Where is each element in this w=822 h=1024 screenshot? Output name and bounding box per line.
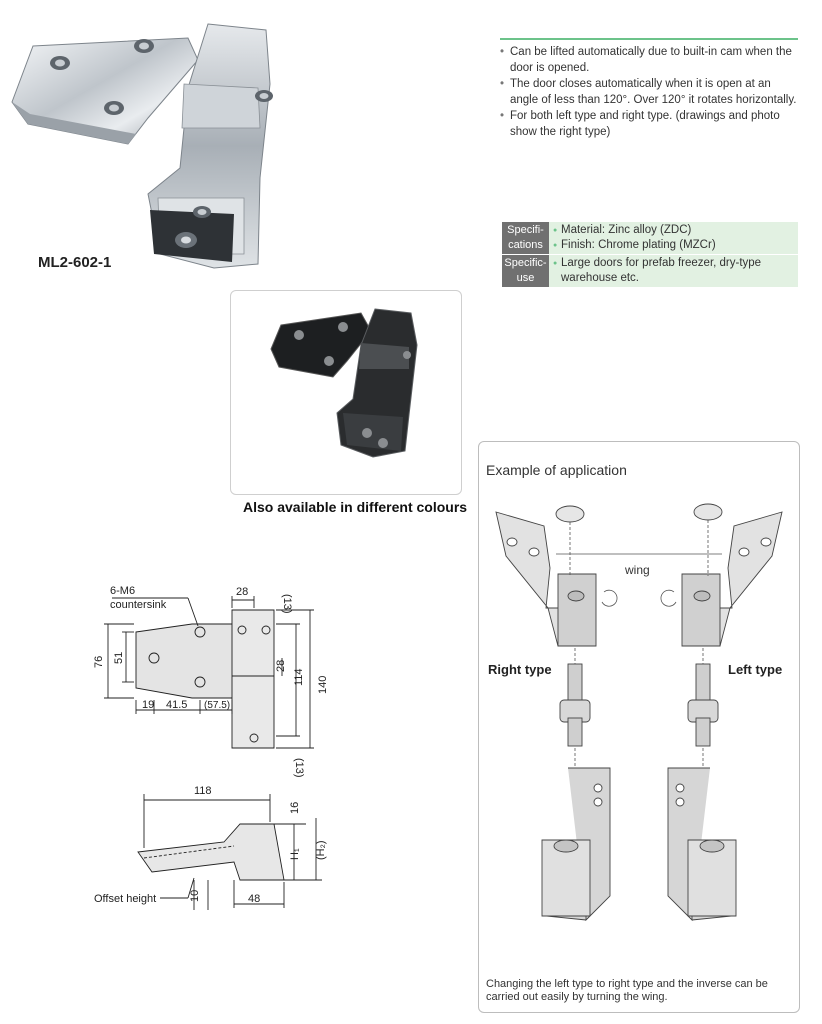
colour-variant-box bbox=[230, 290, 462, 495]
feature-item: For both left type and right type. (draw… bbox=[500, 108, 800, 140]
spec-row: Specifi- cations Material: Zinc alloy (Z… bbox=[502, 222, 798, 255]
spec-heading-line: Specifi- bbox=[507, 224, 544, 236]
application-title: Example of application bbox=[486, 462, 627, 478]
right-type-label: Right type bbox=[488, 662, 552, 677]
dim-label: Offset height bbox=[94, 893, 156, 905]
product-photo-chrome bbox=[11, 23, 273, 269]
dim-label: 6-M6 bbox=[110, 585, 135, 597]
dim-label: 76 bbox=[93, 656, 105, 668]
spec-heading-line: Specific- bbox=[504, 257, 547, 269]
dim-label: 19 bbox=[142, 699, 154, 711]
dim-label: 48 bbox=[248, 893, 260, 905]
left-type-label: Left type bbox=[728, 662, 783, 677]
dim-label: 28 bbox=[236, 586, 248, 598]
dim-label: (13) bbox=[293, 758, 305, 778]
spec-values: Material: Zinc alloy (ZDC) Finish: Chrom… bbox=[549, 222, 798, 255]
spec-value: Large doors for prefab freezer, dry-type… bbox=[553, 256, 798, 286]
spec-value: Material: Zinc alloy (ZDC) bbox=[553, 223, 798, 238]
spec-heading: Specifi- cations bbox=[502, 222, 549, 255]
feature-item: The door closes automatically when it is… bbox=[500, 76, 800, 108]
dim-label: (H₂) bbox=[315, 840, 327, 860]
application-illustration: wing bbox=[495, 503, 783, 922]
product-photo-black bbox=[270, 308, 418, 458]
dim-label: 10 bbox=[189, 890, 201, 902]
dim-label: (13) bbox=[281, 594, 293, 614]
dim-label: H₁ bbox=[289, 848, 301, 860]
dim-label: 41.5 bbox=[166, 699, 187, 711]
spec-heading: Specific- use bbox=[502, 255, 549, 288]
spec-row: Specific- use Large doors for prefab fre… bbox=[502, 255, 798, 288]
dim-label: (57.5) bbox=[204, 700, 230, 711]
spec-value: Finish: Chrome plating (MZCr) bbox=[553, 238, 798, 253]
dim-label: 28 bbox=[275, 660, 287, 672]
dim-label: 16 bbox=[289, 802, 301, 814]
feature-item: Can be lifted automatically due to built… bbox=[500, 44, 800, 76]
dim-label: 51 bbox=[113, 652, 125, 664]
spec-heading-line: cations bbox=[508, 239, 543, 251]
dim-label: 140 bbox=[317, 676, 329, 694]
dim-label: 118 bbox=[194, 785, 212, 797]
colour-caption: Also available in different colours bbox=[243, 499, 468, 515]
spec-table: Specifi- cations Material: Zinc alloy (Z… bbox=[502, 222, 798, 288]
spec-values: Large doors for prefab freezer, dry-type… bbox=[549, 255, 798, 288]
feature-list: Can be lifted automatically due to built… bbox=[500, 44, 800, 140]
model-number: ML2-602-1 bbox=[38, 254, 112, 271]
application-note: Changing the left type to right type and… bbox=[486, 978, 768, 1003]
dim-label: 114 bbox=[293, 668, 305, 686]
dim-label: countersink bbox=[110, 599, 167, 611]
spec-heading-line: use bbox=[516, 272, 535, 284]
section-rule bbox=[500, 38, 798, 40]
dimension-drawing: 6-M6 countersink 28 (13) 76 51 28 114 14… bbox=[93, 585, 329, 910]
wing-label: wing bbox=[624, 563, 650, 577]
